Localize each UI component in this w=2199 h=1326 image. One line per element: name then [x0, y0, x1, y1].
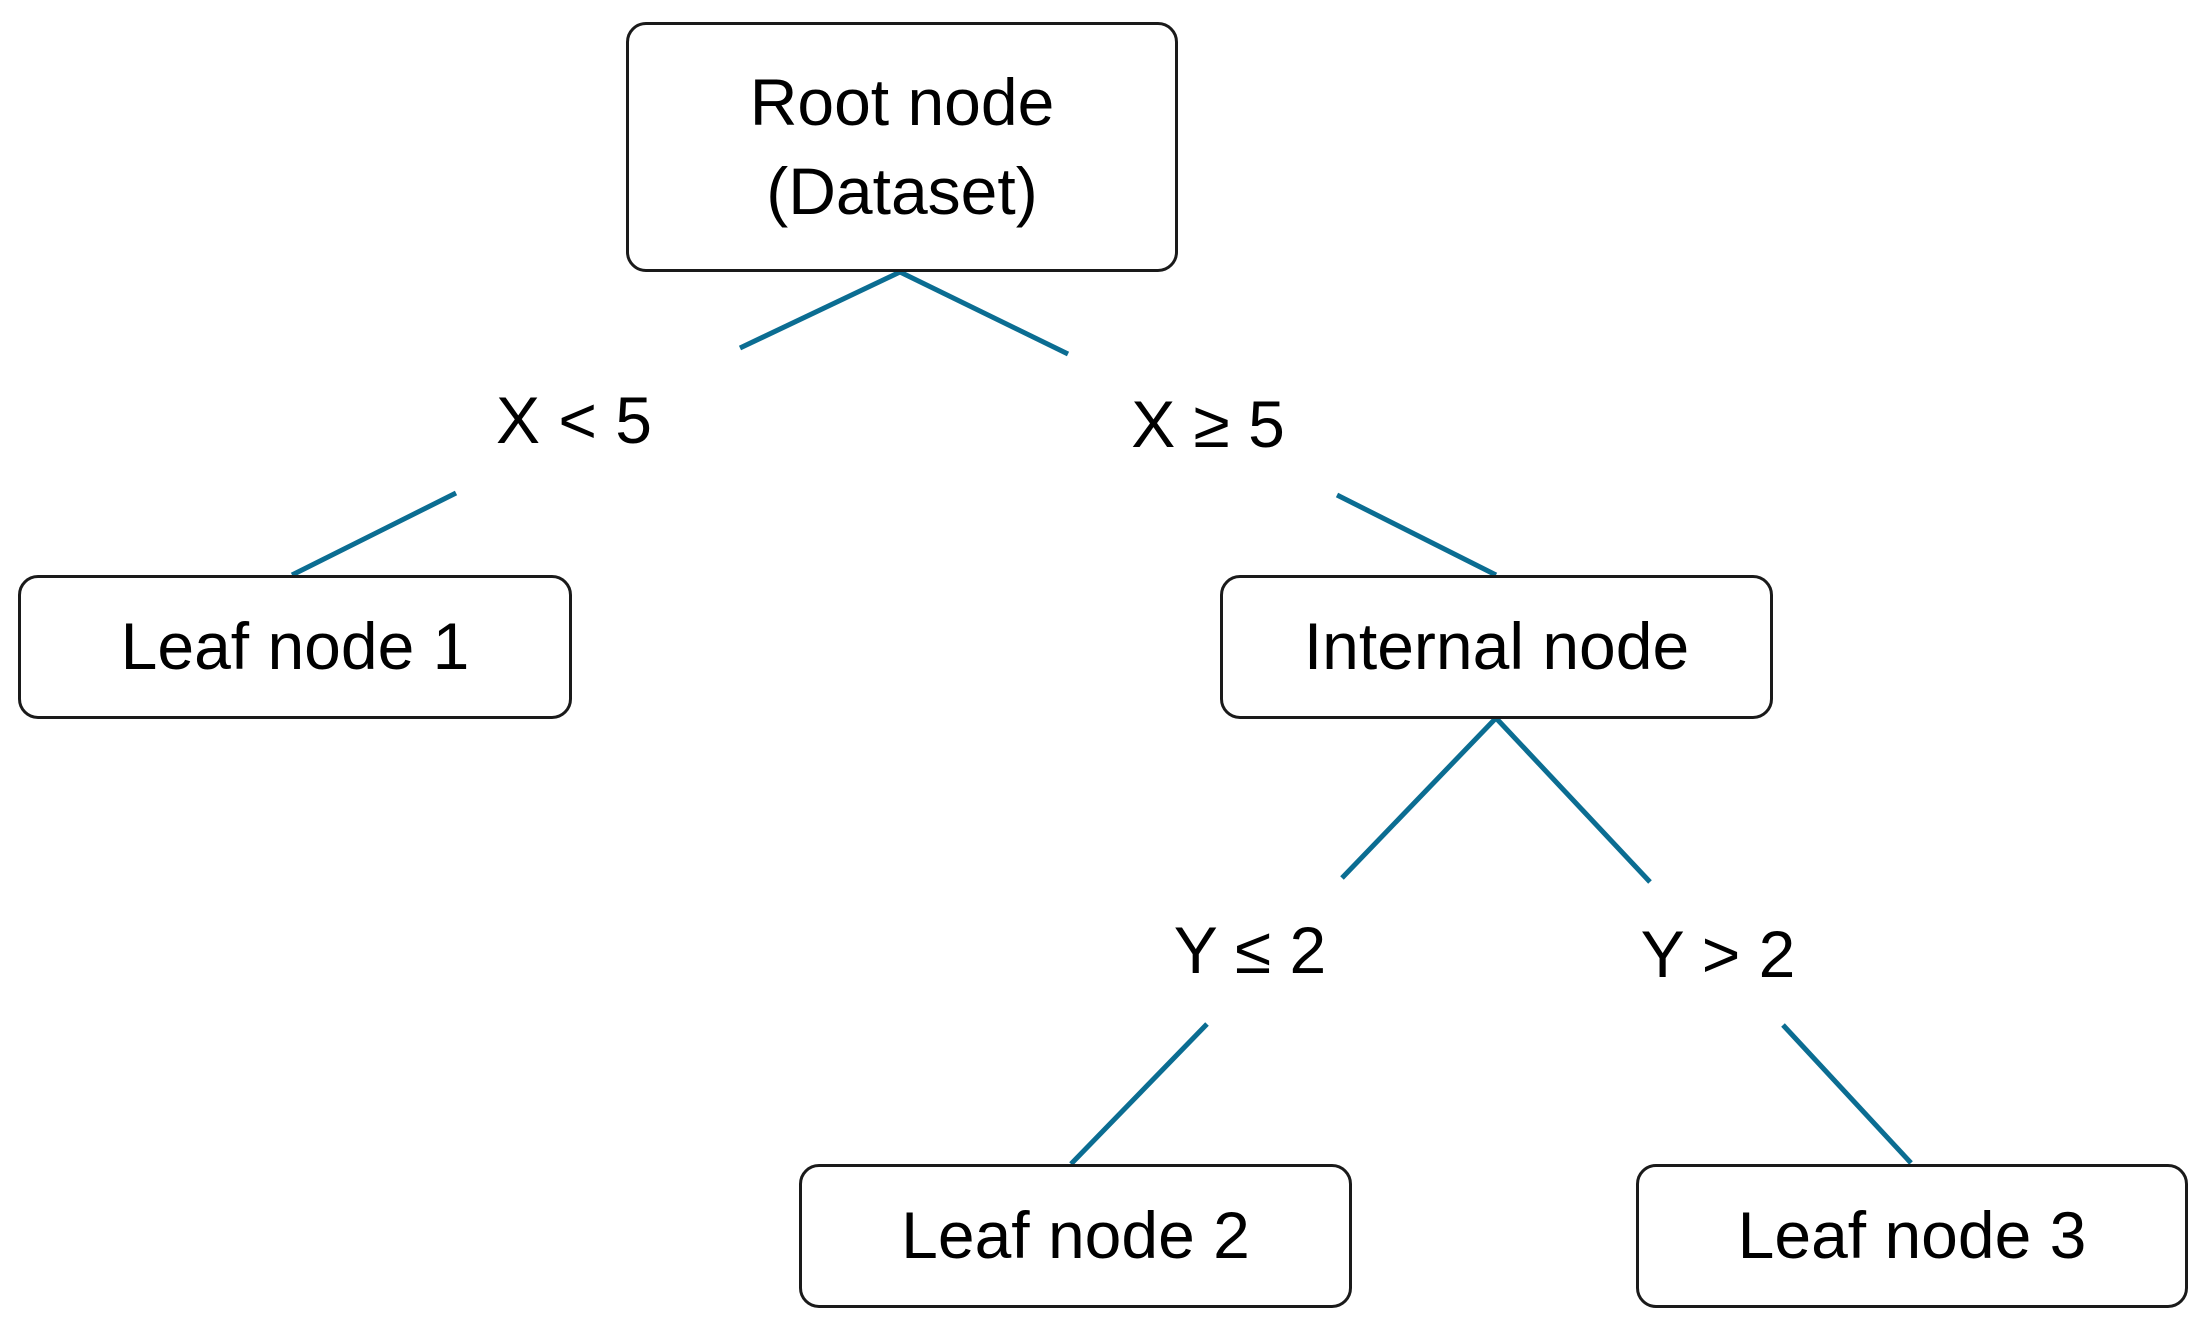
condition-y-le-2: Y ≤ 2: [1173, 913, 1327, 987]
internal-node-label: Internal node: [1303, 609, 1690, 684]
leaf-node-3-label: Leaf node 3: [1737, 1198, 2087, 1273]
leaf-node-2: Leaf node 2: [799, 1164, 1352, 1308]
edge-x-less-5-to-leaf1: [290, 490, 458, 578]
condition-y-gt-2: Y > 2: [1640, 917, 1796, 991]
leaf-node-1-label: Leaf node 1: [120, 609, 470, 684]
leaf-node-1: Leaf node 1: [18, 575, 572, 719]
leaf-node-3: Leaf node 3: [1636, 1164, 2188, 1308]
condition-x-ge-5: X ≥ 5: [1131, 387, 1285, 461]
edge-internal-to-y-le-2: [1340, 716, 1498, 880]
root-node-label-line2: (Dataset): [766, 154, 1038, 228]
edge-root-to-x-ge-5: [898, 269, 1070, 357]
leaf-node-2-label: Leaf node 2: [901, 1198, 1250, 1273]
root-node-label-line1: Root node: [749, 64, 1055, 139]
condition-x-less-5: X < 5: [496, 383, 652, 457]
internal-node: Internal node: [1220, 575, 1773, 719]
edge-root-to-x-less-5: [738, 269, 902, 351]
edge-internal-to-y-gt-2: [1494, 716, 1652, 884]
root-node: Root node (Dataset): [626, 22, 1178, 272]
edge-x-ge-5-to-internal: [1335, 492, 1498, 578]
edge-y-le-2-to-leaf2: [1069, 1022, 1209, 1166]
edge-y-gt-2-to-leaf3: [1781, 1023, 1913, 1165]
